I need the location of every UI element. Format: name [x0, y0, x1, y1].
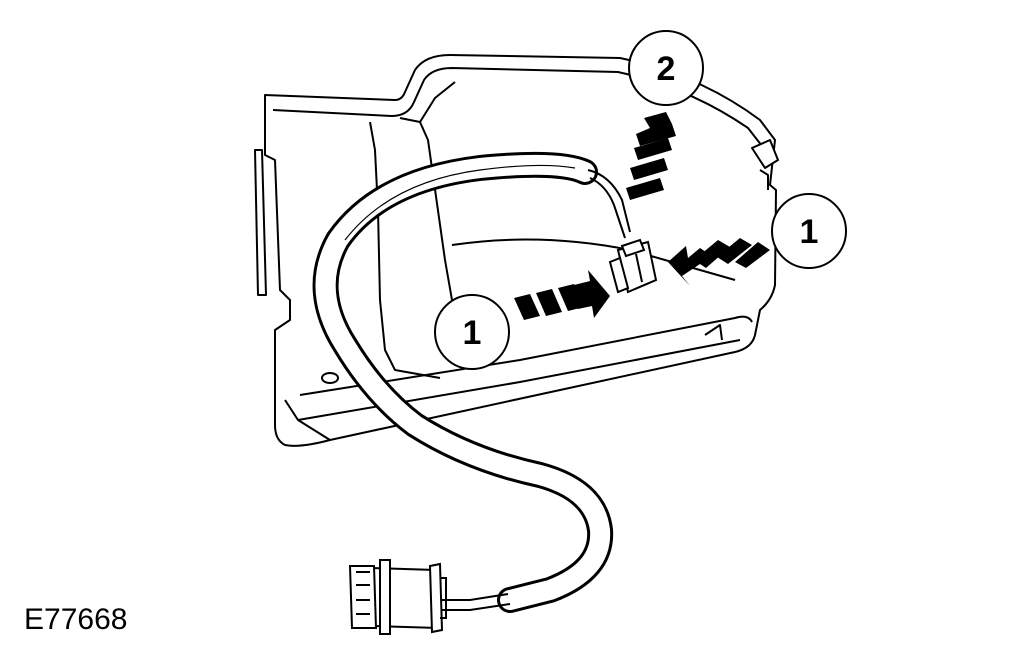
internal-connector	[608, 238, 658, 294]
push-arrow-right	[668, 238, 770, 286]
callout-1-right: 1	[771, 193, 847, 269]
figure-id-label: E77668	[24, 603, 128, 636]
lift-arrow-up	[626, 112, 676, 200]
push-arrow-left	[514, 270, 610, 320]
callout-1-left: 1	[434, 294, 510, 370]
external-connector-plug	[348, 559, 447, 635]
wiring-harness	[312, 151, 631, 613]
callout-2-top: 2	[628, 30, 704, 106]
callout-1-right-label: 1	[800, 213, 819, 251]
callout-1-left-label: 1	[463, 314, 482, 352]
callout-2-label: 2	[657, 50, 676, 88]
